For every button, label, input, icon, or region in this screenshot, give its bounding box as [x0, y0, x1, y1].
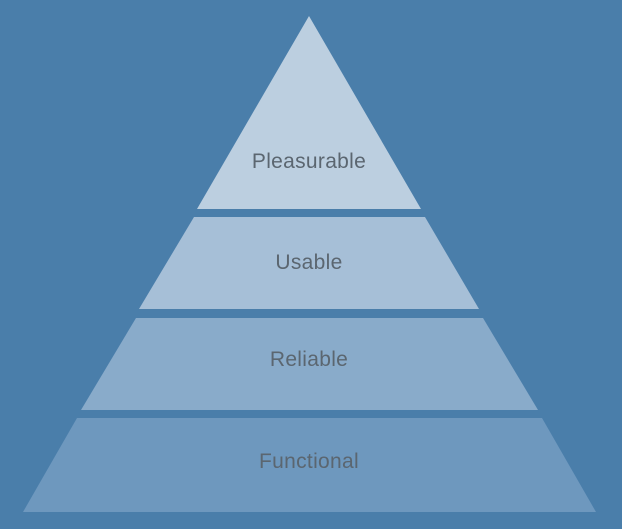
tier-functional: Functional [23, 418, 596, 512]
tier-pleasurable-label: Pleasurable [252, 150, 366, 173]
tier-reliable-shape [81, 318, 538, 410]
tier-usable: Usable [139, 217, 479, 309]
tier-usable-label: Usable [275, 251, 342, 274]
tier-reliable: Reliable [81, 318, 538, 410]
tier-functional-shape [23, 418, 596, 512]
tier-reliable-label: Reliable [270, 348, 348, 371]
tier-functional-label: Functional [259, 450, 359, 473]
tier-pleasurable-shape [197, 16, 421, 209]
tier-pleasurable: Pleasurable [197, 16, 421, 209]
tier-usable-shape [139, 217, 479, 309]
